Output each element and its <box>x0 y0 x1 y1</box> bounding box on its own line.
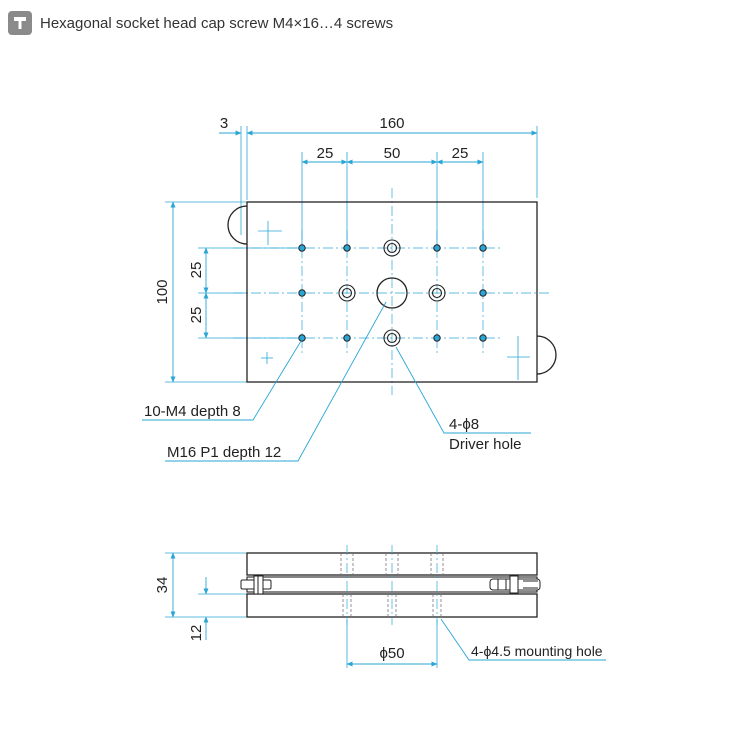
centerlines <box>233 188 552 395</box>
driver-hole <box>428 284 446 302</box>
header: Hexagonal socket head cap screw M4×16…4 … <box>8 10 393 36</box>
dim-pitch-right: 25 <box>452 145 469 162</box>
dim-lower-height: 12 <box>188 625 205 642</box>
m16-center-hole <box>376 277 408 309</box>
driver-hole <box>338 284 356 302</box>
side-centerlines <box>346 545 438 625</box>
right-micrometer-knob <box>489 575 541 594</box>
dim-pitch-left: 25 <box>317 145 334 162</box>
leader-lines <box>142 301 531 462</box>
mounting-hole-leader <box>440 618 606 661</box>
m4-hole <box>298 289 306 297</box>
screw-icon <box>8 11 32 35</box>
side-dimension-lines <box>170 552 438 667</box>
m4-hole <box>433 334 441 342</box>
m4-hole <box>298 244 306 252</box>
left-clamp-screw <box>240 575 272 595</box>
m4-hole <box>479 244 487 252</box>
note-center-tap: M16 P1 depth 12 <box>167 444 281 461</box>
m4-hole <box>479 289 487 297</box>
hidden-lines <box>340 553 444 617</box>
note-tapped-holes: 10-M4 depth 8 <box>144 403 241 420</box>
note-driver-hole-count: 4-ϕ8 <box>449 416 479 433</box>
driver-holes <box>338 239 446 347</box>
left-knob <box>227 205 248 245</box>
side-view: 34 12 ϕ50 4-ϕ4.5 mounting hole <box>154 545 606 668</box>
dim-pitch-diameter: ϕ50 <box>379 645 404 662</box>
m4-tapped-holes <box>298 244 487 342</box>
dim-total-height: 34 <box>154 577 171 594</box>
dimension-lines <box>170 130 538 383</box>
dim-overall-height: 100 <box>154 279 171 304</box>
header-title: Hexagonal socket head cap screw M4×16…4 … <box>40 14 394 32</box>
dim-pitch-lower: 25 <box>188 307 205 324</box>
dim-offset: 3 <box>220 115 228 132</box>
m4-hole <box>343 334 351 342</box>
m4-hole <box>479 334 487 342</box>
m4-hole <box>343 244 351 252</box>
dim-pitch-upper: 25 <box>188 262 205 279</box>
m4-hole <box>433 244 441 252</box>
top-plate-outline <box>246 201 538 383</box>
note-driver-hole: Driver hole <box>449 436 522 453</box>
m4-hole <box>298 334 306 342</box>
note-mounting-hole: 4-ϕ4.5 mounting hole <box>471 643 603 659</box>
driver-hole <box>383 329 401 347</box>
top-view: 160 3 25 50 25 100 25 25 10-M4 depth 8 M… <box>142 115 557 462</box>
dim-overall-width: 160 <box>379 115 404 132</box>
reference-marks <box>258 221 530 380</box>
extension-lines <box>165 126 538 383</box>
dim-pitch-center: 50 <box>384 145 401 162</box>
driver-hole <box>383 239 401 257</box>
right-knob <box>536 335 557 375</box>
